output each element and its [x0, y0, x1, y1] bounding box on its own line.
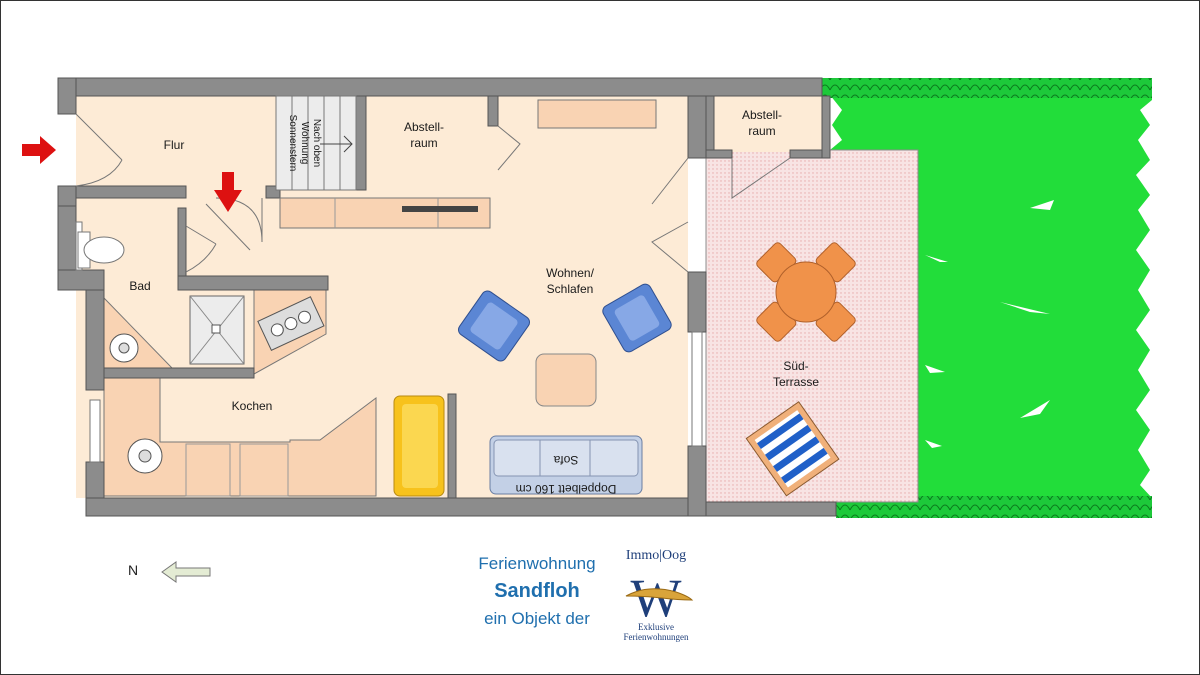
stairs-label: Nach oben Wohnung Sonnenstern — [287, 115, 322, 172]
lawn-patch — [1030, 200, 1054, 210]
stove-icon — [257, 296, 325, 351]
room-label-wohnen: Wohnen/ — [546, 266, 594, 280]
room-label-abstellraum-2: raum — [748, 124, 775, 138]
kitchen-cabinet — [185, 443, 231, 497]
terrace-table-set — [756, 242, 856, 342]
yellow-seat-cushion — [402, 404, 438, 488]
brand-line-1: Ferienwohnung — [478, 554, 596, 573]
brand-line-3: ein Objekt der — [484, 609, 590, 628]
stairs-label-line: Wohnung — [299, 122, 310, 165]
lawn-patch — [925, 440, 942, 448]
north-letter: N — [128, 562, 139, 578]
seal-icon — [625, 588, 694, 601]
bed-label: Doppelbett 160 cm — [516, 482, 617, 496]
kitchen-cabinet — [239, 443, 289, 497]
room-label-kochen: Kochen — [232, 399, 273, 413]
sofa-seat — [493, 439, 639, 477]
logo-emblem: W — [625, 568, 694, 626]
shower-drain — [211, 324, 221, 334]
lawn-patch — [1000, 302, 1050, 314]
interior-floor — [76, 96, 688, 498]
floor-plan: Flur Nach oben Wohnung Sonnenstern Abste… — [22, 77, 1152, 518]
entry-arrow-icon — [214, 172, 242, 212]
logo-wordmark: Immo|Oog — [625, 548, 687, 563]
armchair-left — [458, 290, 530, 362]
room-label-terrasse: Süd- — [783, 359, 808, 373]
room-label-abstellraum-1: raum — [410, 136, 437, 150]
lawn-patch — [1020, 400, 1050, 418]
room-label-abstellraum-2: Abstell- — [742, 108, 782, 122]
room-label-wohnen: Schlafen — [547, 282, 594, 296]
room-label-terrasse: Terrasse — [773, 375, 819, 389]
room-label-flur: Flur — [164, 138, 185, 152]
lawn-patch — [925, 365, 945, 373]
brand-text: Ferienwohnung Sandfloh ein Objekt der — [452, 552, 622, 632]
sofa-label: Sofa — [553, 453, 578, 467]
immooog-logo: Immo|Oog W Exklusive Ferienwohnungen — [618, 548, 694, 644]
logo-caption: Ferienwohnungen — [623, 632, 689, 642]
entry-arrow-icon — [22, 136, 56, 164]
stairs-label-line: Nach oben — [311, 119, 322, 167]
lawn-patch — [925, 255, 948, 262]
room-label-bad: Bad — [129, 279, 150, 293]
north-arrow-icon — [161, 561, 211, 583]
staircase — [275, 95, 357, 191]
hedge-top — [822, 78, 1152, 98]
walls — [57, 77, 837, 517]
north-indicator: N — [128, 560, 218, 584]
room-label-abstellraum-1: Abstell- — [404, 120, 444, 134]
coffee-table — [535, 353, 597, 407]
kitchen-sink-drain — [138, 449, 152, 463]
sideboard — [537, 99, 657, 129]
storage-2-floor — [706, 96, 822, 152]
armchair-right — [602, 283, 672, 353]
tv-icon — [402, 206, 478, 212]
deck-chair — [745, 401, 840, 497]
toilet-icon — [83, 236, 125, 264]
stairs-label-line: Sonnenstern — [287, 115, 298, 172]
tv-cabinet — [279, 197, 491, 229]
brand-name: Sandfloh — [494, 580, 580, 602]
logo-caption: Exklusive — [638, 622, 674, 632]
washbasin-drain — [118, 342, 130, 354]
